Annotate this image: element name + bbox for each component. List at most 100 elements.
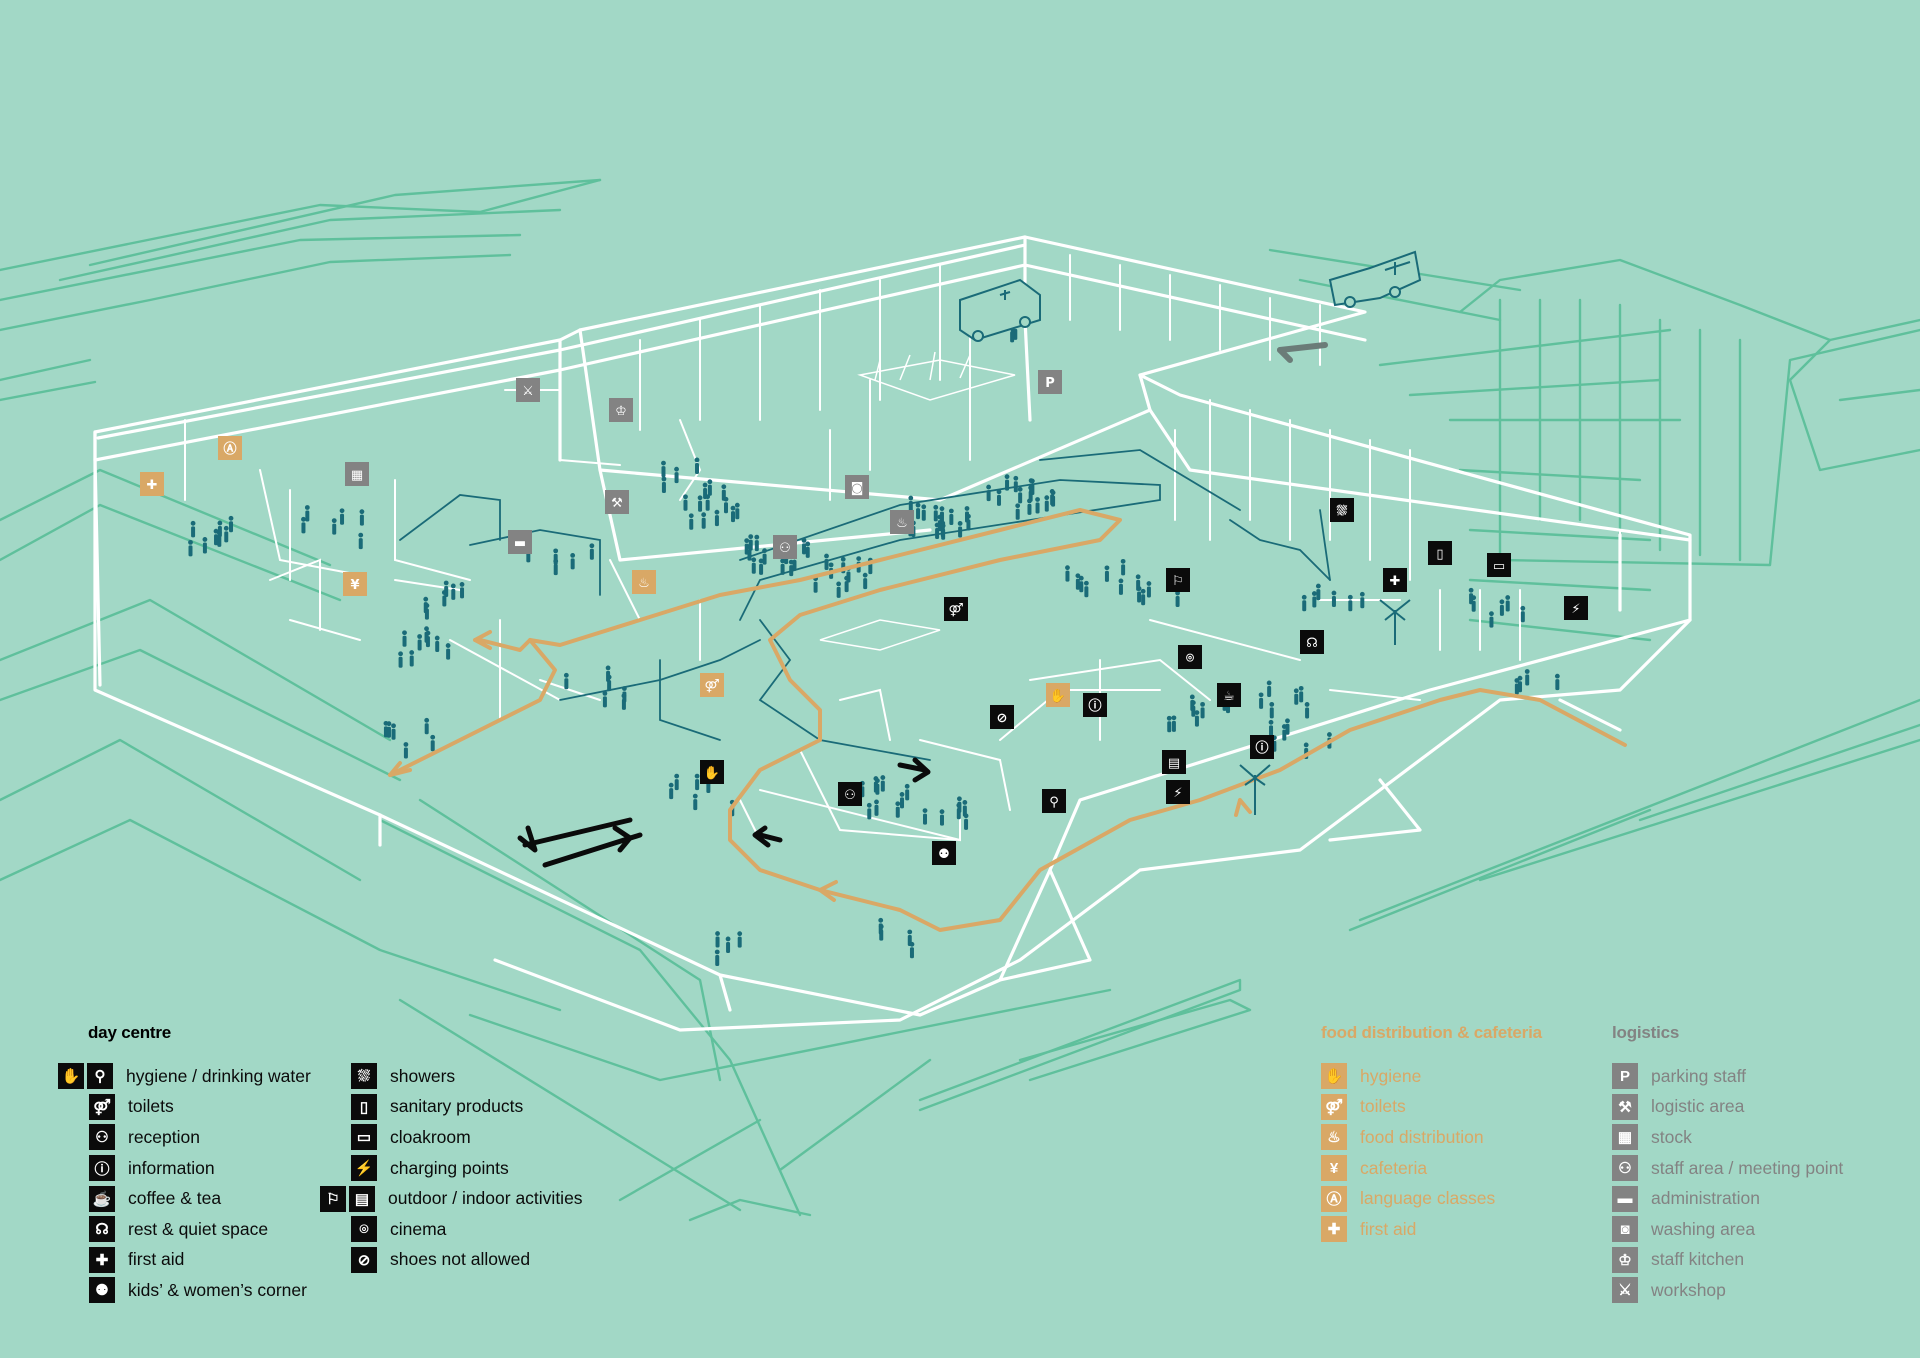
person-head <box>780 558 785 564</box>
supply-truck <box>1328 250 1422 308</box>
rest-icon-glyph: ☊ <box>1306 636 1318 651</box>
person-body <box>939 814 944 826</box>
person-head <box>1315 583 1321 589</box>
person-body <box>305 510 310 522</box>
legend-item: ♔staff kitchen <box>1612 1245 1843 1276</box>
person-head <box>895 801 901 807</box>
person-head <box>606 674 612 680</box>
person-head <box>1268 719 1274 725</box>
person-head <box>1517 675 1523 681</box>
legend-item-label: toilets <box>1360 1096 1406 1117</box>
person-head <box>1120 558 1126 564</box>
person-body <box>759 563 764 575</box>
legend-item: ⊘shoes not allowed <box>320 1245 583 1276</box>
person-body <box>1282 729 1287 741</box>
legend-item: ♨food distribution <box>1321 1122 1542 1153</box>
sanitary-products-icon: ▯ <box>351 1093 377 1120</box>
person-body <box>921 509 926 521</box>
person-body <box>1520 611 1525 623</box>
person-body <box>444 585 449 597</box>
person-body <box>1010 331 1015 343</box>
legend-item-label: language classes <box>1360 1188 1496 1209</box>
person-body <box>669 788 674 800</box>
person-body <box>1005 479 1010 491</box>
person-body <box>874 804 879 816</box>
person-head <box>730 505 736 511</box>
info-icon: ⓘ <box>89 1155 115 1182</box>
person-body <box>875 783 880 795</box>
person-head <box>688 513 694 519</box>
legend-item-label: workshop <box>1651 1279 1726 1300</box>
person-head <box>715 931 720 936</box>
person-body <box>916 508 921 520</box>
legend-item: ✋⚲hygiene / drinking water <box>58 1061 320 1092</box>
hygiene-marker: ✋ <box>700 760 724 784</box>
legend-day-centre-title: day centre <box>88 1023 172 1042</box>
person-body <box>442 595 447 607</box>
person-head <box>1194 710 1200 716</box>
person-body <box>188 545 193 557</box>
reception-marker: ⚇ <box>838 782 862 806</box>
toilets-icon: ⚤ <box>89 1093 115 1120</box>
person-head <box>359 509 365 515</box>
person-head <box>840 556 846 562</box>
person-head <box>1266 680 1272 686</box>
person-head <box>459 582 465 587</box>
legend-item: ✚first aid <box>58 1245 320 1276</box>
washing-area-marker: ◙ <box>845 475 869 499</box>
hand-wash-icon-glyph: ✋ <box>704 765 720 781</box>
legend-item-label: information <box>128 1157 215 1178</box>
tools-icon: ⚔ <box>1612 1277 1638 1304</box>
no-shoes-icon <box>990 705 1014 729</box>
hygiene-food-marker: ✋ <box>1046 683 1070 707</box>
person-head <box>737 931 743 937</box>
legend-food: food distribution & cafeteria ✋hygiene⚤t… <box>1321 1023 1542 1245</box>
plug-icon <box>1564 596 1588 620</box>
person-head <box>762 548 767 554</box>
legend-item-label: toilets <box>128 1096 174 1117</box>
person-body <box>762 553 767 565</box>
legend-item-label: hygiene <box>1360 1065 1422 1086</box>
person-body <box>693 799 698 811</box>
cards-icon: ▤ <box>349 1185 375 1212</box>
parking-icon-glyph: P <box>1045 376 1055 391</box>
first-aid-icon: ✚ <box>89 1246 115 1273</box>
person-body <box>1175 596 1180 608</box>
person-head <box>1083 580 1089 586</box>
person-head <box>213 528 219 534</box>
person-head <box>1189 694 1195 700</box>
sanitary-marker: ▯ <box>1428 541 1452 565</box>
cutlery-icon <box>343 572 367 596</box>
person-body <box>403 747 408 759</box>
legend-item-label: charging points <box>390 1157 509 1178</box>
legend-item: ¥cafeteria <box>1321 1153 1542 1184</box>
charging-marker-2: ⚡ <box>1166 780 1190 804</box>
kids-women-icon: ⚉ <box>89 1277 115 1304</box>
person-head <box>1065 565 1070 571</box>
person-head <box>751 557 757 563</box>
info-icon <box>1250 735 1274 759</box>
person-body <box>751 562 756 574</box>
person-body <box>880 780 885 792</box>
person-head <box>1017 486 1023 492</box>
person-body <box>1267 685 1272 697</box>
person-body <box>1518 681 1523 693</box>
person-head <box>962 800 968 805</box>
running-icon <box>1166 568 1190 592</box>
person-head <box>754 534 760 540</box>
person-body <box>589 548 594 560</box>
person-body <box>460 587 465 599</box>
person-head <box>674 466 679 472</box>
legend-item: ✋hygiene <box>1321 1061 1542 1092</box>
person-body <box>695 779 700 791</box>
person-head <box>1554 673 1560 679</box>
cloakroom-marker: ▭ <box>1487 553 1511 577</box>
person-body <box>1050 494 1055 506</box>
person-body <box>1084 586 1089 598</box>
person-head <box>909 941 915 947</box>
person-body <box>698 500 703 512</box>
person-body <box>526 551 531 563</box>
desk-icon <box>508 530 532 554</box>
legend-item-label: washing area <box>1651 1218 1756 1239</box>
person-head <box>856 556 862 561</box>
